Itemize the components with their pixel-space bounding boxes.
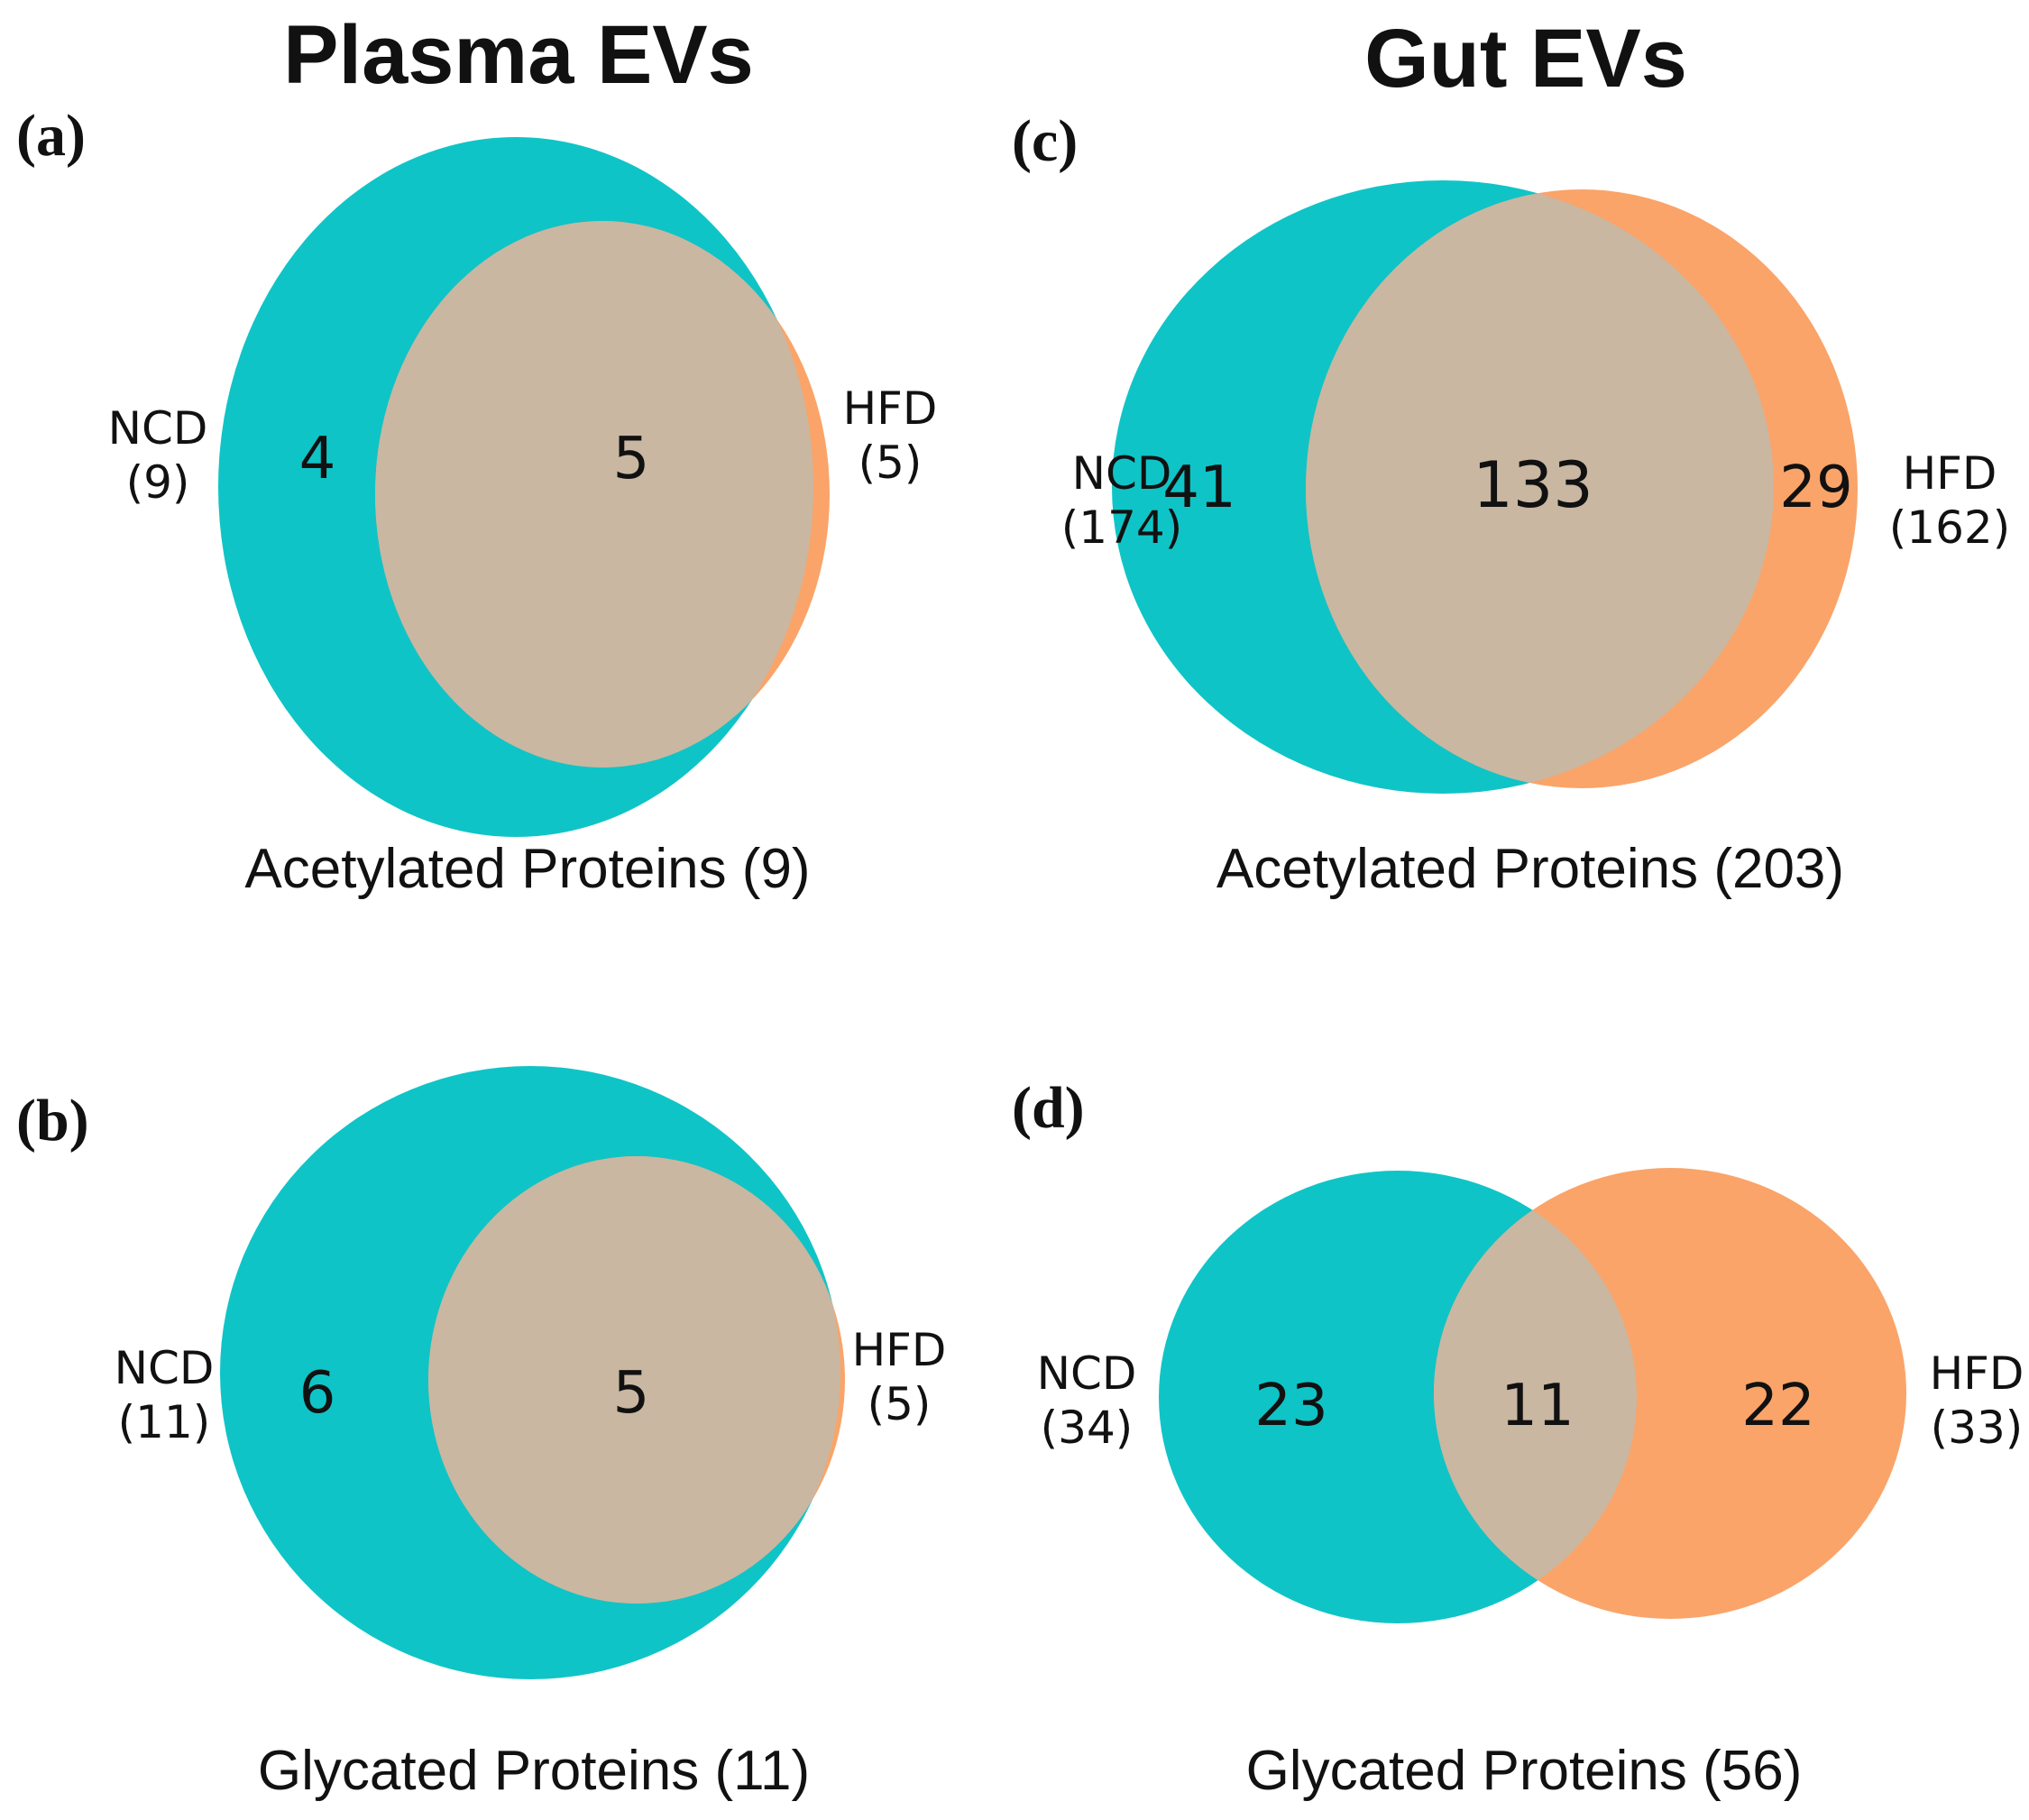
ncd-count-d: (34) <box>1041 1402 1134 1454</box>
column-title-gut: Gut EVs <box>1364 13 1687 105</box>
hfd-only-value-d: 22 <box>1741 1373 1814 1439</box>
overlap-value-a: 5 <box>613 426 650 492</box>
panel-letter-d: (d) <box>1012 1075 1085 1141</box>
panel-c: (c) NCD (174) HFD (162) 41 133 29 Acetyl… <box>1012 108 2010 900</box>
hfd-count-c: (162) <box>1889 501 2010 554</box>
panel-a: (a) NCD (9) HFD (5) 4 5 Acetylated Prote… <box>16 103 937 900</box>
ncd-count-a: (9) <box>126 456 190 509</box>
ncd-label-b: NCD <box>115 1342 215 1394</box>
hfd-label-c: HFD <box>1903 447 1997 500</box>
panel-caption-a: Acetylated Proteins (9) <box>244 838 810 900</box>
overlap-value-d: 11 <box>1501 1373 1574 1439</box>
ncd-label-a: NCD <box>108 402 208 455</box>
overlap-region-c <box>1306 189 1774 788</box>
hfd-count-b: (5) <box>868 1378 932 1430</box>
panel-letter-b: (b) <box>16 1088 89 1154</box>
panel-caption-d: Glycated Proteins (56) <box>1246 1740 1803 1802</box>
ncd-only-value-a: 4 <box>299 426 336 492</box>
panel-caption-b: Glycated Proteins (11) <box>258 1740 810 1802</box>
panel-b: (b) NCD (11) HFD (5) 6 5 Glycated Protei… <box>16 1066 946 1802</box>
hfd-count-a: (5) <box>858 437 923 489</box>
panel-caption-c: Acetylated Proteins (203) <box>1216 838 1844 900</box>
ncd-count-c: (174) <box>1061 501 1182 554</box>
column-title-plasma: Plasma EVs <box>283 9 754 101</box>
overlap-region-b <box>428 1156 840 1604</box>
overlap-region-d <box>1434 1171 1637 1619</box>
hfd-count-d: (33) <box>1931 1402 2024 1454</box>
hfd-label-d: HFD <box>1930 1347 2024 1400</box>
panel-d: (d) NCD (34) HFD (33) 23 11 22 Glycated … <box>1012 1075 2024 1802</box>
panel-letter-c: (c) <box>1012 108 1078 174</box>
hfd-label-a: HFD <box>843 382 938 435</box>
ncd-label-d: NCD <box>1037 1347 1137 1400</box>
ncd-only-value-c: 41 <box>1162 455 1235 521</box>
panel-letter-a: (a) <box>16 103 86 169</box>
ncd-only-value-d: 23 <box>1254 1373 1327 1439</box>
overlap-value-c: 133 <box>1473 448 1593 522</box>
overlap-region-a <box>375 221 813 768</box>
hfd-label-b: HFD <box>852 1324 947 1376</box>
ncd-only-value-b: 6 <box>299 1360 336 1427</box>
ncd-label-c: NCD <box>1072 447 1172 500</box>
hfd-only-value-c: 29 <box>1779 455 1852 521</box>
overlap-value-b: 5 <box>613 1360 650 1427</box>
ncd-count-b: (11) <box>118 1396 211 1448</box>
